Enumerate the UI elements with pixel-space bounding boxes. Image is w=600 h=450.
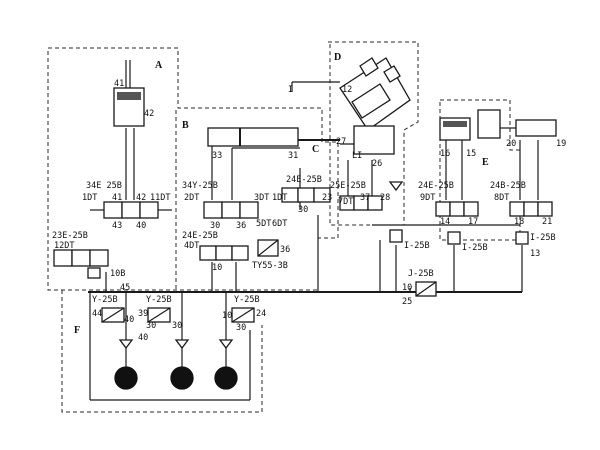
num-36-b: 36: [280, 245, 290, 255]
num-30-d: 30: [172, 321, 182, 331]
cylinder-label-li: LI: [352, 151, 362, 161]
valve-label-24e-25b-top: 24E-25B: [286, 175, 322, 185]
valve-3dt-block: [203, 201, 259, 219]
num-20: 20: [506, 139, 516, 149]
valve-label-34-25b: 34E 25B: [86, 181, 122, 191]
valve-label-y-25b-3: Y-25B: [234, 295, 260, 305]
pressure-indicators: [118, 181, 404, 350]
num-40-a: 40: [136, 221, 146, 231]
valve-8dt-block: [509, 201, 553, 217]
relief-valve-j: [415, 281, 437, 297]
relief-valves-y: [101, 307, 255, 323]
solenoid-label-9dt: 9DT: [420, 193, 435, 203]
num-43: 43: [112, 221, 122, 231]
cylinder-19: [500, 119, 557, 137]
solenoid-label-12dt: 12DT: [54, 241, 74, 251]
num-10-c: 10: [402, 283, 412, 293]
valve-label-j-25b: J-25B: [408, 269, 434, 279]
num-19: 19: [556, 139, 566, 149]
num-40-b: 40: [124, 315, 134, 325]
num-14: 14: [440, 217, 450, 227]
solenoid-label-5dt: 5DT: [256, 219, 271, 229]
num-10b: 10B: [110, 269, 125, 279]
valve-1dt-block: [281, 187, 331, 203]
valve-label-i: I: [288, 85, 293, 95]
solenoid-label-8dt: 8DT: [494, 193, 509, 203]
num-42-a: 42: [144, 109, 154, 119]
num-36-a: 36: [236, 221, 246, 231]
num-42-b: 42: [136, 193, 146, 203]
cylinder-33: [207, 127, 299, 147]
num-41-b: 41: [112, 193, 122, 203]
valve-label-i-25b-c: I-25B: [530, 233, 556, 243]
num-44: 44: [92, 309, 102, 319]
num-16: 16: [440, 149, 450, 159]
num-27: 27: [336, 137, 346, 147]
solenoid-label-3dt: 3DT: [254, 193, 269, 203]
valve-9dt-block: [435, 201, 479, 217]
num-30-b: 30: [298, 205, 308, 215]
region-label-d: D: [334, 52, 341, 63]
valve-label-25e-25b: 25E-25B: [330, 181, 366, 191]
num-17: 17: [468, 217, 478, 227]
valve-label-23e-25b: 23E-25B: [52, 231, 88, 241]
valve-label-y-25b-2: Y-25B: [146, 295, 172, 305]
check-valves: [87, 229, 529, 279]
num-33: 33: [212, 151, 222, 161]
num-12: 12: [342, 85, 352, 95]
num-37: 37: [360, 193, 370, 203]
solenoid-label-4dt: 4DT: [184, 241, 199, 251]
num-30-a: 30: [210, 221, 220, 231]
solenoid-label-2dt: 2DT: [184, 193, 199, 203]
num-28: 28: [380, 193, 390, 203]
valve-label-24b-25b: 24B-25B: [490, 181, 526, 191]
valve-ty-block: [257, 239, 279, 257]
num-30-e: 30: [236, 323, 246, 333]
valve-41-block: [90, 201, 172, 219]
num-25: 25: [402, 297, 412, 307]
cylinder-a: [113, 60, 145, 127]
num-15: 15: [466, 149, 476, 159]
num-31: 31: [288, 151, 298, 161]
num-18: 18: [514, 217, 524, 227]
num-45: 45: [120, 283, 130, 293]
valve-label-24e-25b-mid: 24E-25B: [182, 231, 218, 241]
num-21: 21: [542, 217, 552, 227]
num-10-a: 10: [212, 263, 222, 273]
region-label-c: C: [312, 144, 319, 155]
pump-group: [114, 366, 238, 390]
region-label-a: A: [155, 60, 163, 71]
num-13: 13: [530, 249, 540, 259]
valve-12dt-block: [53, 249, 109, 267]
cylinder-e-16: [439, 109, 501, 141]
solenoid-label-1dt-b: 1DT: [272, 193, 287, 203]
num-41-a: 41: [114, 79, 124, 89]
num-39: 39: [138, 309, 148, 319]
num-26: 26: [372, 159, 382, 169]
valve-label-i-25b-a: I-25B: [404, 241, 430, 251]
region-label-f: F: [74, 325, 80, 336]
num-10-d: 10: [222, 311, 232, 321]
main-lines: [88, 128, 539, 401]
region-label-b: B: [182, 120, 189, 131]
solenoid-label-1dt: 1DT: [82, 193, 97, 203]
num-30-c: 30: [146, 321, 156, 331]
num-24: 24: [256, 309, 266, 319]
solenoid-label-7dt: 7DT: [338, 197, 353, 207]
valve-7dt-block: [339, 195, 383, 211]
valve-label-24e-25b-e: 24E-25B: [418, 181, 454, 191]
valve-label-34y-25b: 34Y-25B: [182, 181, 218, 191]
valve-4dt-block: [199, 245, 249, 261]
region-label-e: E: [482, 157, 489, 168]
num-40-c: 40: [138, 333, 148, 343]
num-23: 23: [322, 193, 332, 203]
valve-label-y-25b-1: Y-25B: [92, 295, 118, 305]
solenoid-label-11dt: 11DT: [150, 193, 170, 203]
valve-label-ty55-3b: TY55-3B: [252, 261, 288, 271]
solenoid-label-6dt: 6DT: [272, 219, 287, 229]
valve-label-i-25b-b: I-25B: [462, 243, 488, 253]
machine-head-d: [291, 57, 411, 155]
